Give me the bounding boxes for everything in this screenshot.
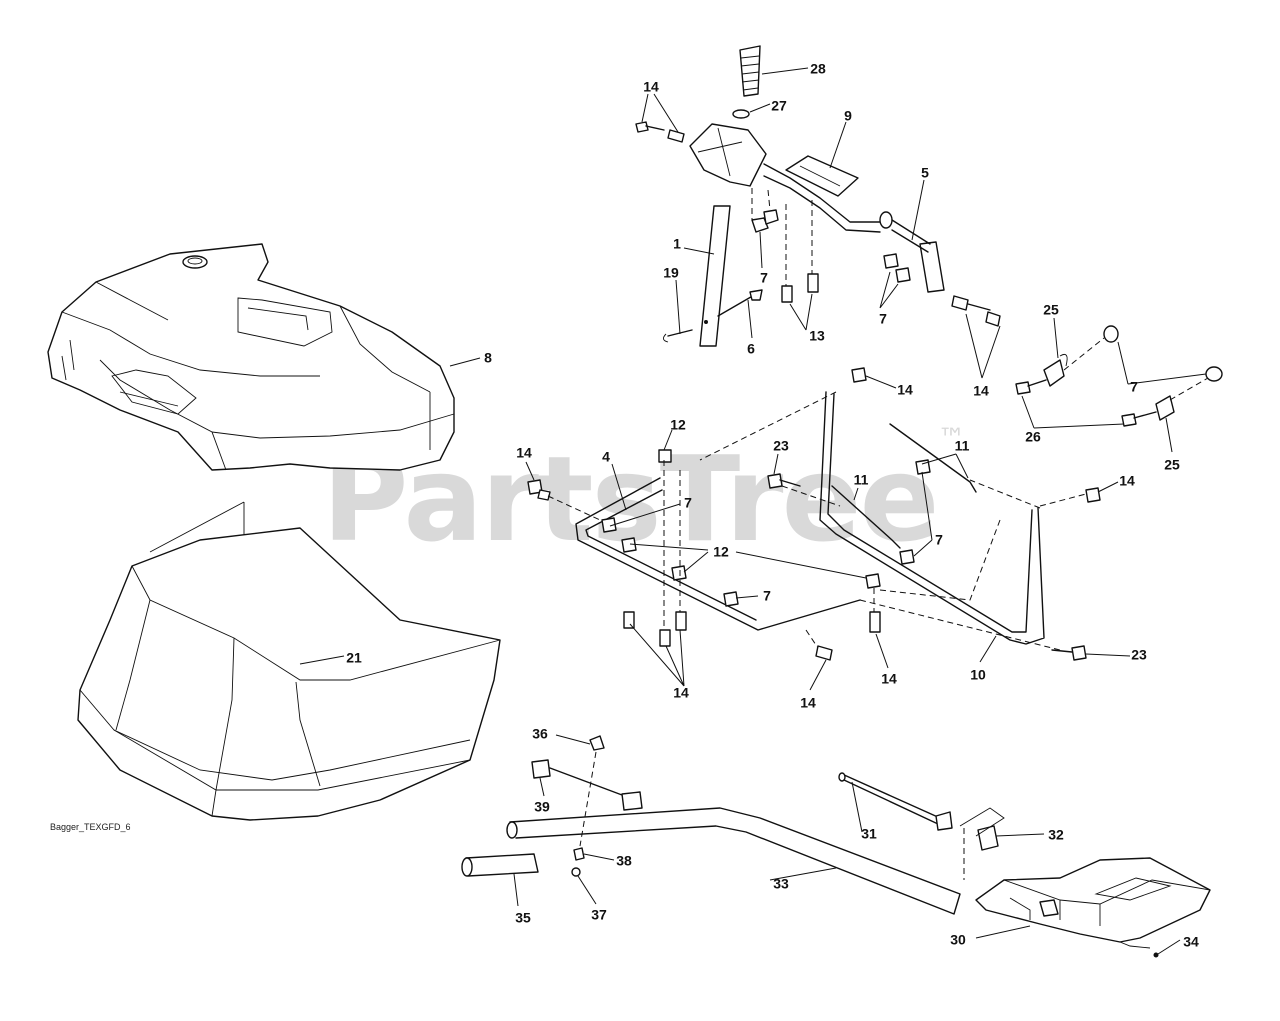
callout-label-c33: 33: [773, 876, 789, 892]
callout-label-c14a: 14: [643, 79, 659, 95]
callout-label-c7e: 7: [935, 532, 943, 548]
callout-label-c14d: 14: [516, 445, 532, 461]
lever-assembly: [461, 735, 1211, 958]
figure-caption: Bagger_TEXGFD_6: [50, 822, 131, 832]
callout-label-c8: 8: [484, 350, 492, 366]
callout-label-c12b: 12: [713, 544, 729, 560]
handle-assembly: [635, 45, 1001, 347]
callout-label-c5: 5: [921, 165, 929, 181]
callout-label-c23b: 23: [1131, 647, 1147, 663]
callout-label-c25b: 25: [1164, 457, 1180, 473]
callout-label-c9: 9: [844, 108, 852, 124]
watermark-trademark: ™: [937, 421, 966, 455]
callout-label-c31: 31: [861, 826, 877, 842]
callout-label-c25a: 25: [1043, 302, 1059, 318]
callout-label-c14g: 14: [881, 671, 897, 687]
callout-label-c26: 26: [1025, 429, 1041, 445]
callout-label-c23a: 23: [773, 438, 789, 454]
callout-label-c7a: 7: [760, 270, 768, 286]
callout-label-c34: 34: [1183, 934, 1199, 950]
callout-label-c7f: 7: [763, 588, 771, 604]
hood-cover-part: [47, 243, 455, 471]
callout-label-c14b: 14: [973, 383, 989, 399]
callout-label-c36: 36: [532, 726, 548, 742]
callout-label-c19: 19: [663, 265, 679, 281]
callout-label-c14f: 14: [673, 685, 689, 701]
callout-label-c14e: 14: [1119, 473, 1135, 489]
callout-labels: 28 14 27 9 5 1 7 19 13 6 7 25 14 8 14 7 26 25 12 11 14 4 23 11 1…: [346, 61, 1199, 950]
callout-label-c28: 28: [810, 61, 826, 77]
callout-label-c6: 6: [747, 341, 755, 357]
bagger-body-part: [77, 501, 501, 821]
lower-frame: [527, 367, 1101, 661]
callout-label-c30: 30: [950, 932, 966, 948]
callout-label-c21: 21: [346, 650, 362, 666]
hardware-right: [1015, 325, 1223, 427]
callout-label-c1: 1: [673, 236, 681, 252]
callout-label-c37: 37: [591, 907, 607, 923]
callout-label-c32: 32: [1048, 827, 1064, 843]
callout-label-c12a: 12: [670, 417, 686, 433]
leader-lines: [299, 67, 1207, 955]
callout-label-c7d: 7: [684, 495, 692, 511]
callout-label-c7c: 7: [1130, 379, 1138, 395]
callout-label-c39: 39: [534, 799, 550, 815]
callout-label-c4: 4: [602, 449, 610, 465]
callout-label-c27: 27: [771, 98, 787, 114]
callout-label-c13: 13: [809, 328, 825, 344]
callout-label-c7b: 7: [879, 311, 887, 327]
callout-label-c14h: 14: [800, 695, 816, 711]
callout-label-c14c: 14: [897, 382, 913, 398]
callout-label-c10: 10: [970, 667, 986, 683]
callout-label-c11b: 11: [854, 472, 869, 488]
callout-label-c11a: 11: [955, 438, 970, 454]
callout-label-c38: 38: [616, 853, 632, 869]
callout-label-c35: 35: [515, 910, 531, 926]
